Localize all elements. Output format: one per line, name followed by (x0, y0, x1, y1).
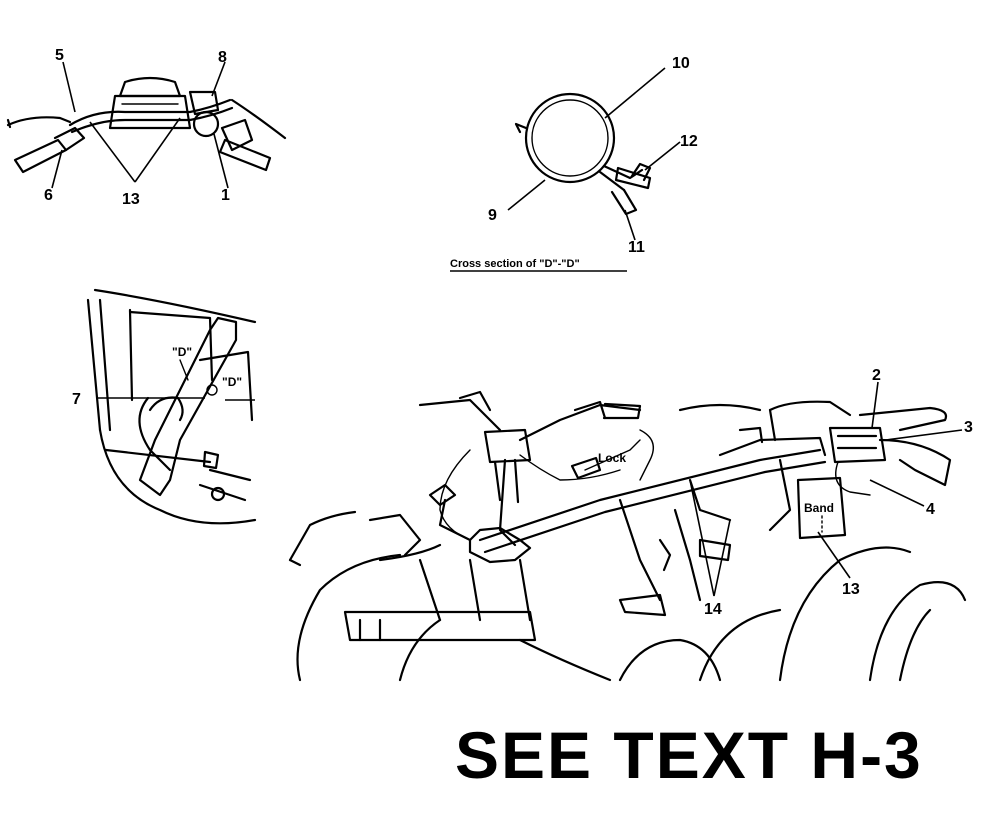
handlebar-detail: 5 6 8 1 13 (6, 47, 287, 208)
callout-8: 8 (218, 49, 227, 66)
see-text-reference: SEE TEXT H-3 (455, 718, 923, 792)
callout-11: 11 (628, 239, 645, 256)
callout-6: 6 (44, 187, 53, 204)
cross-section-caption: Cross section of "D"-"D" (450, 258, 580, 270)
callout-1: 1 (221, 187, 230, 204)
callout-12: 12 (680, 133, 698, 150)
d-mark-upper: "D" (172, 345, 192, 359)
callout-13-main: 13 (842, 581, 860, 598)
callout-13-handlebar: 13 (122, 191, 140, 208)
lock-label: Lock (598, 451, 626, 465)
callout-4: 4 (926, 501, 935, 518)
callout-5: 5 (55, 47, 64, 64)
callout-9: 9 (488, 207, 497, 224)
atv-main-view: Lock Band (288, 367, 973, 682)
callout-14: 14 (704, 601, 722, 618)
frame-detail: "D" "D" 7 (72, 288, 257, 525)
cross-section-clamp: 10 12 9 11 Cross section of "D"-"D" (450, 55, 698, 272)
callout-2: 2 (872, 367, 881, 384)
callout-10: 10 (672, 55, 690, 72)
band-label: Band (804, 501, 834, 515)
callout-7: 7 (72, 391, 81, 408)
callout-3: 3 (964, 419, 973, 436)
d-mark-lower: "D" (222, 375, 242, 389)
